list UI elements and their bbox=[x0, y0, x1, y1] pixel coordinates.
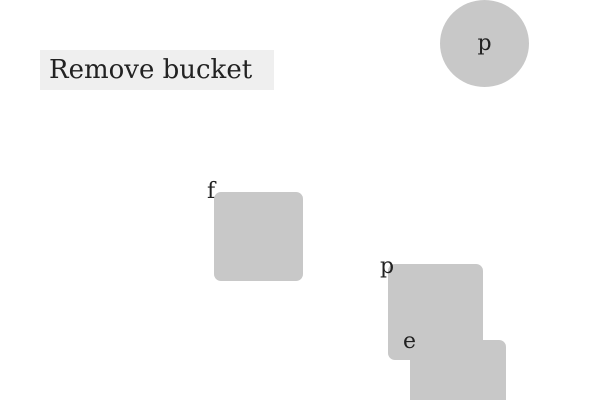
tile-f-label: f bbox=[207, 179, 216, 204]
circle-node[interactable]: p bbox=[440, 0, 529, 87]
remove-bucket-button[interactable]: Remove bucket bbox=[40, 50, 274, 90]
tile-f[interactable] bbox=[214, 192, 303, 281]
remove-bucket-label: Remove bucket bbox=[49, 55, 253, 85]
tile-p-label: p bbox=[380, 254, 395, 279]
tile-e[interactable] bbox=[410, 340, 506, 400]
tile-e-label: e bbox=[403, 329, 417, 354]
circle-node-label: p bbox=[477, 31, 492, 56]
